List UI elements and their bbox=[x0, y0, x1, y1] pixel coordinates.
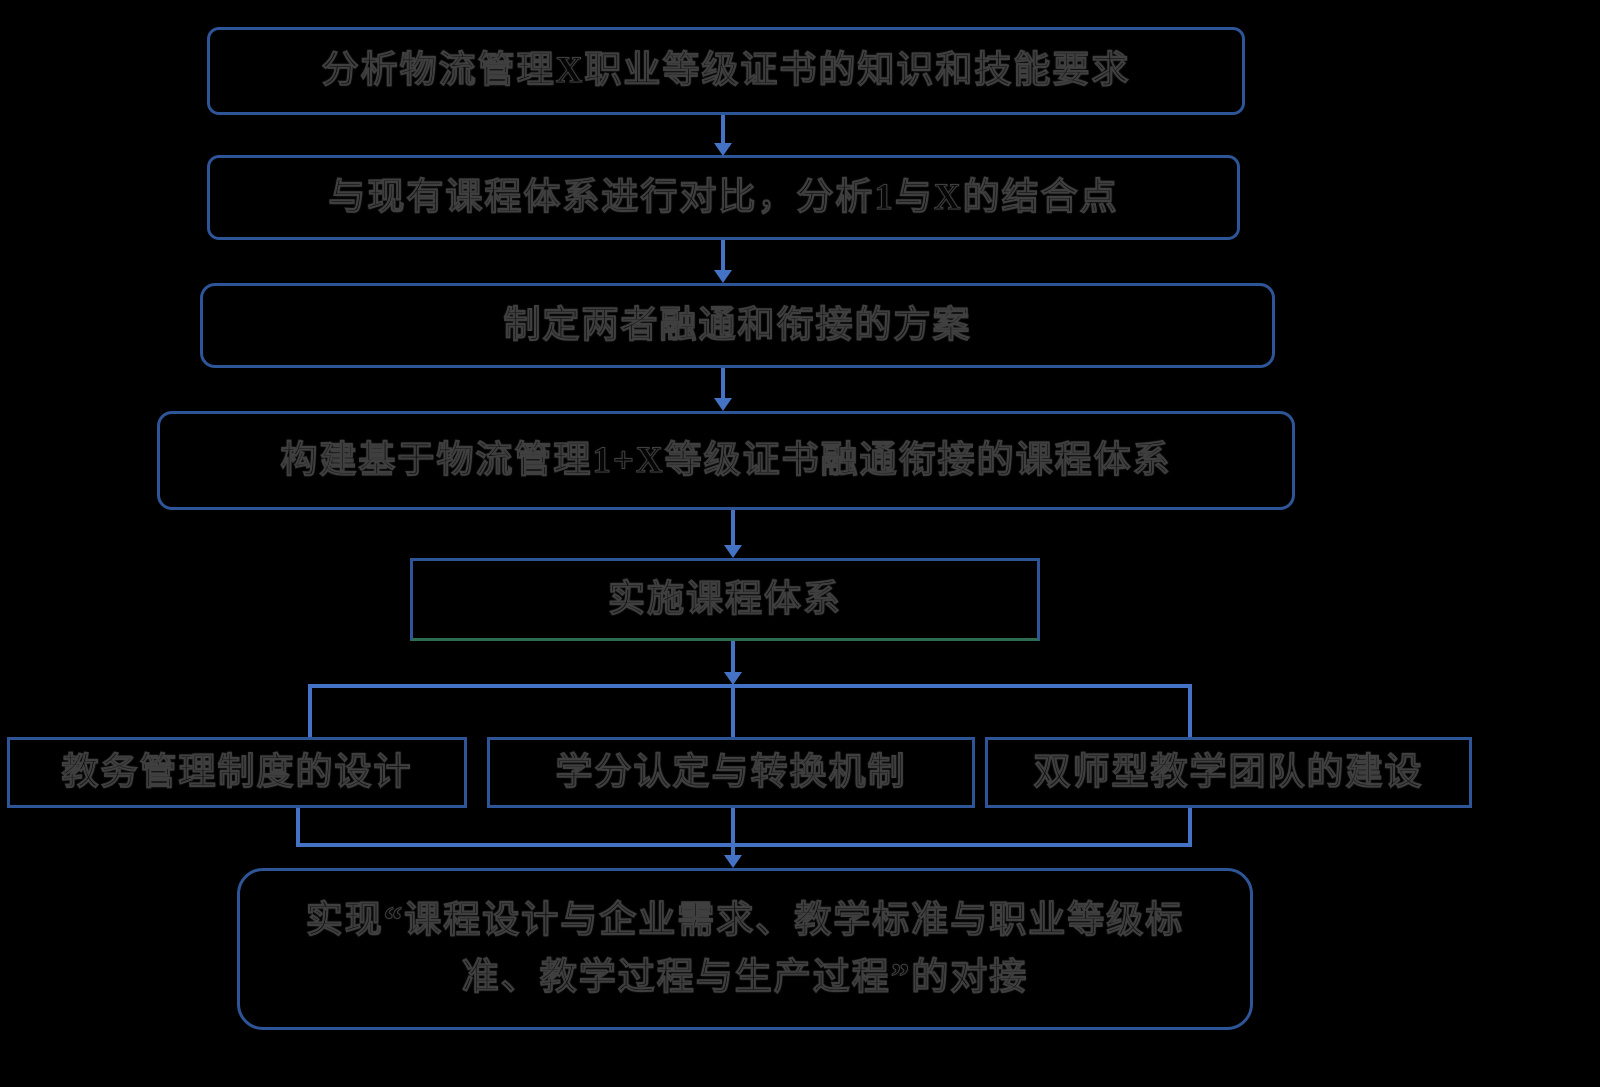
arrow-down-icon bbox=[714, 398, 732, 411]
arrow-down-icon bbox=[714, 143, 732, 156]
branch-right-box: 双师型教学团队的建设 bbox=[985, 737, 1472, 808]
flow-step-3-label: 制定两者融通和衔接的方案 bbox=[503, 304, 972, 346]
arrow-down-icon bbox=[724, 855, 742, 868]
result-label: 实现“课程设计与企业需求、教学标准与职业等级标准、教学过程与生产过程”的对接 bbox=[305, 899, 1185, 998]
flow-step-1-box: 分析物流管理X职业等级证书的知识和技能要求 bbox=[207, 27, 1245, 115]
flow-step-5-label: 实施课程体系 bbox=[608, 578, 842, 620]
branch-middle-label: 学分认定与转换机制 bbox=[555, 751, 907, 793]
flow-step-3-box: 制定两者融通和衔接的方案 bbox=[200, 283, 1275, 368]
branch-left-label: 教务管理制度的设计 bbox=[61, 751, 413, 793]
arrow-down-icon bbox=[714, 270, 732, 283]
connector-line bbox=[721, 115, 725, 144]
flow-step-5-box: 实施课程体系 bbox=[410, 558, 1040, 641]
connector-line bbox=[296, 808, 300, 845]
result-box: 实现“课程设计与企业需求、教学标准与职业等级标准、教学过程与生产过程”的对接 bbox=[237, 868, 1253, 1030]
flow-step-4-label: 构建基于物流管理1+X等级证书融通衔接的课程体系 bbox=[280, 439, 1172, 481]
connector-line bbox=[1188, 686, 1192, 737]
flow-step-2-box: 与现有课程体系进行对比，分析1与X的结合点 bbox=[207, 155, 1240, 240]
connector-line bbox=[721, 368, 725, 399]
connector-line bbox=[1188, 808, 1192, 845]
arrow-down-icon bbox=[724, 672, 742, 685]
branch-rail-top bbox=[308, 684, 1192, 688]
flow-step-2-label: 与现有课程体系进行对比，分析1与X的结合点 bbox=[328, 176, 1119, 218]
flow-step-1-label: 分析物流管理X职业等级证书的知识和技能要求 bbox=[321, 50, 1131, 92]
branch-left-box: 教务管理制度的设计 bbox=[7, 737, 467, 808]
connector-line bbox=[731, 808, 735, 857]
connector-line bbox=[731, 686, 735, 737]
connector-line bbox=[308, 686, 312, 737]
connector-line bbox=[731, 641, 735, 674]
arrow-down-icon bbox=[724, 545, 742, 558]
connector-line bbox=[721, 240, 725, 271]
branch-right-label: 双师型教学团队的建设 bbox=[1033, 751, 1424, 793]
branch-rail-bottom bbox=[296, 843, 1192, 847]
flow-step-4-box: 构建基于物流管理1+X等级证书融通衔接的课程体系 bbox=[157, 411, 1295, 510]
branch-middle-box: 学分认定与转换机制 bbox=[487, 737, 975, 808]
connector-line bbox=[731, 510, 735, 546]
